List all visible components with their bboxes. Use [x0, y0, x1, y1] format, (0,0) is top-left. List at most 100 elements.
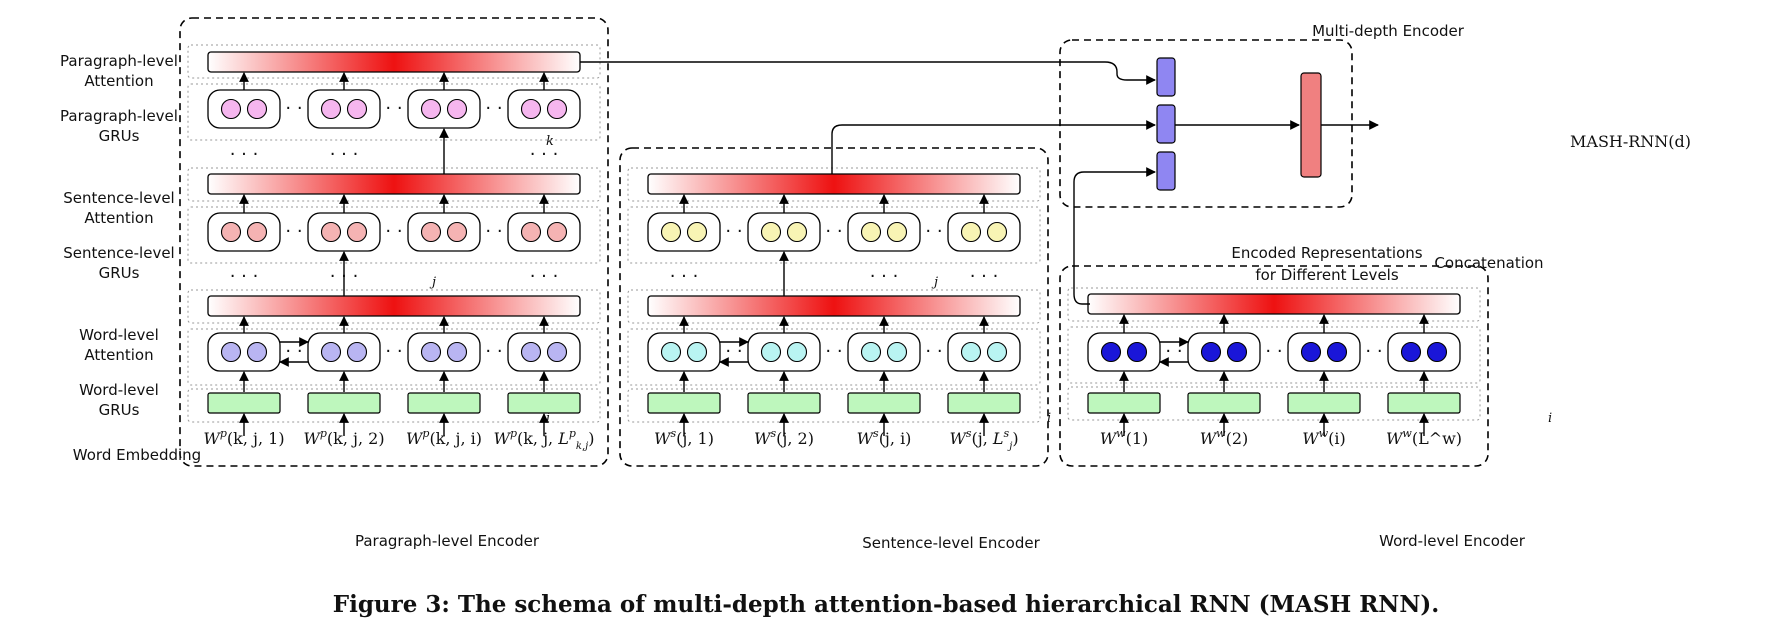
- word-att-row-w: [1067, 287, 1481, 322]
- paragraph-gru-node-3b: [446, 98, 468, 120]
- word-gru-w-node-3b: [1326, 341, 1348, 363]
- input-label-p-3: Wp(k, j, i): [406, 427, 482, 448]
- input-label-s-2: Ws(j, 2): [754, 427, 814, 448]
- label-sentence-attention-line2: Attention: [84, 209, 153, 227]
- emb-row-w: [1067, 386, 1481, 421]
- word-gru-row-p: [187, 328, 601, 386]
- paragraph-gru-node-2b: [346, 98, 368, 120]
- word-att-row-p: [187, 289, 601, 324]
- word-gru-s-ellipsis-2: · ·: [825, 341, 842, 362]
- word-gru-s-ellipsis-1: · ·: [725, 341, 742, 362]
- vdots-p-low-4: · · ·: [530, 266, 559, 287]
- word-gru-row-w: [1067, 326, 1481, 384]
- label-word-grus-line1: Word-level: [79, 381, 159, 399]
- encoded-bar-sentence: [1156, 104, 1176, 144]
- sentence-gru-p-node-2a: [320, 221, 342, 243]
- sentence-gru-p-cell-4: [507, 212, 581, 252]
- word-gru-s-node-4b: [986, 341, 1008, 363]
- sentence-gru-s-node-4b: [986, 221, 1008, 243]
- sentence-encoder-title: Sentence-level Encoder: [862, 534, 1040, 552]
- sentence-gru-p-node-1a: [220, 221, 242, 243]
- paragraph-gru-cell-1: [207, 89, 281, 129]
- input-label-w-1: Ww(1): [1100, 427, 1149, 448]
- sent-att-row-p: [187, 167, 601, 202]
- word-gru-p-cell-2: [307, 332, 381, 372]
- sent-att-row-s: [627, 167, 1041, 202]
- index-j-label-sent: j: [931, 275, 938, 290]
- sentence-gru-s-cell-4: [947, 212, 1021, 252]
- word-encoder-title: Word-level Encoder: [1379, 532, 1526, 550]
- word-gru-p-node-1a: [220, 341, 242, 363]
- vdots-p-low-1: · · ·: [230, 266, 259, 287]
- vdots-s-4: · · ·: [970, 266, 999, 287]
- sent-gru-row-p: [187, 206, 601, 264]
- word-gru-s-node-4a: [960, 341, 982, 363]
- index-i-label-sent: i: [1047, 411, 1051, 426]
- word-gru-p-ellipsis-1: · ·: [285, 341, 302, 362]
- embedding-s-1: [647, 392, 721, 414]
- vdots-p-high-2: · · ·: [330, 144, 359, 165]
- embedding-s-2: [747, 392, 821, 414]
- sentence-gru-p-node-1b: [246, 221, 268, 243]
- input-label-w-4: Ww(L^w): [1386, 427, 1462, 448]
- embedding-w-1: [1087, 392, 1161, 414]
- input-label-p-2: Wp(k, j, 2): [303, 427, 384, 448]
- paragraph-gru-ellipsis-1: · ·: [285, 98, 302, 119]
- word-gru-w-ellipsis-1: · ·: [1165, 341, 1182, 362]
- word-gru-p-ellipsis-2: · ·: [385, 341, 402, 362]
- paragraph-gru-cell-4: [507, 89, 581, 129]
- word-gru-w-node-4a: [1400, 341, 1422, 363]
- paragraph-attention-bar: [207, 51, 581, 73]
- label-paragraph-attention-line1: Paragraph-level: [60, 52, 178, 70]
- label-paragraph-grus-line2: GRUs: [99, 127, 140, 145]
- embedding-w-4: [1387, 392, 1461, 414]
- word-gru-w-ellipsis-3: · ·: [1365, 341, 1382, 362]
- word-gru-p-ellipsis-3: · ·: [485, 341, 502, 362]
- word-gru-p-node-3b: [446, 341, 468, 363]
- emb-row-p: [187, 388, 601, 423]
- sentence-attention-bar-s: [647, 173, 1021, 195]
- concat-bar: [1300, 72, 1322, 178]
- vdots-p-high-4: · · ·: [530, 144, 559, 165]
- input-label-s-3: Ws(j, i): [857, 427, 912, 448]
- paragraph-gru-node-4a: [520, 98, 542, 120]
- paragraph-gru-ellipsis-3: · ·: [485, 98, 502, 119]
- sentence-gru-s-node-1a: [660, 221, 682, 243]
- embedding-p-1: [207, 392, 281, 414]
- sentence-gru-s-ellipsis-3: · ·: [925, 221, 942, 242]
- sentence-gru-p-cell-1: [207, 212, 281, 252]
- word-gru-s-cell-2: [747, 332, 821, 372]
- label-word-attention-line2: Attention: [84, 346, 153, 364]
- label-word-attention-line1: Word-level: [79, 326, 159, 344]
- input-label-p-1: Wp(k, j, 1): [203, 427, 284, 448]
- word-gru-p-cell-3: [407, 332, 481, 372]
- embedding-s-4: [947, 392, 1021, 414]
- word-gru-w-cell-4: [1387, 332, 1461, 372]
- sentence-gru-p-node-2b: [346, 221, 368, 243]
- vdots-p-high-1: · · ·: [230, 144, 259, 165]
- word-attention-bar-w: [1087, 293, 1461, 315]
- word-gru-s-node-3b: [886, 341, 908, 363]
- sentence-gru-p-node-3b: [446, 221, 468, 243]
- sentence-attention-bar-p: [207, 173, 581, 195]
- label-sentence-grus-line1: Sentence-level: [63, 244, 174, 262]
- paragraph-encoder-frame: [179, 17, 609, 467]
- word-gru-s-node-2a: [760, 341, 782, 363]
- word-gru-s-ellipsis-3: · ·: [925, 341, 942, 362]
- figure-caption: Figure 3: The schema of multi-depth atte…: [333, 591, 1440, 618]
- index-i-label-word: i: [1548, 411, 1552, 426]
- word-gru-w-node-1a: [1100, 341, 1122, 363]
- word-gru-s-cell-4: [947, 332, 1021, 372]
- word-gru-w-cell-2: [1187, 332, 1261, 372]
- word-gru-p-node-1b: [246, 341, 268, 363]
- paragraph-gru-node-4b: [546, 98, 568, 120]
- embedding-p-3: [407, 392, 481, 414]
- word-attention-bar-p: [207, 295, 581, 317]
- word-to-multi-connector: [1073, 167, 1156, 305]
- word-gru-p-cell-1: [207, 332, 281, 372]
- word-gru-w-node-3a: [1300, 341, 1322, 363]
- input-label-w-2: Ww(2): [1200, 427, 1249, 448]
- sentence-gru-s-ellipsis-2: · ·: [825, 221, 842, 242]
- vdots-s-3: · · ·: [870, 266, 899, 287]
- concatenation-label: Concatenation: [1434, 254, 1543, 272]
